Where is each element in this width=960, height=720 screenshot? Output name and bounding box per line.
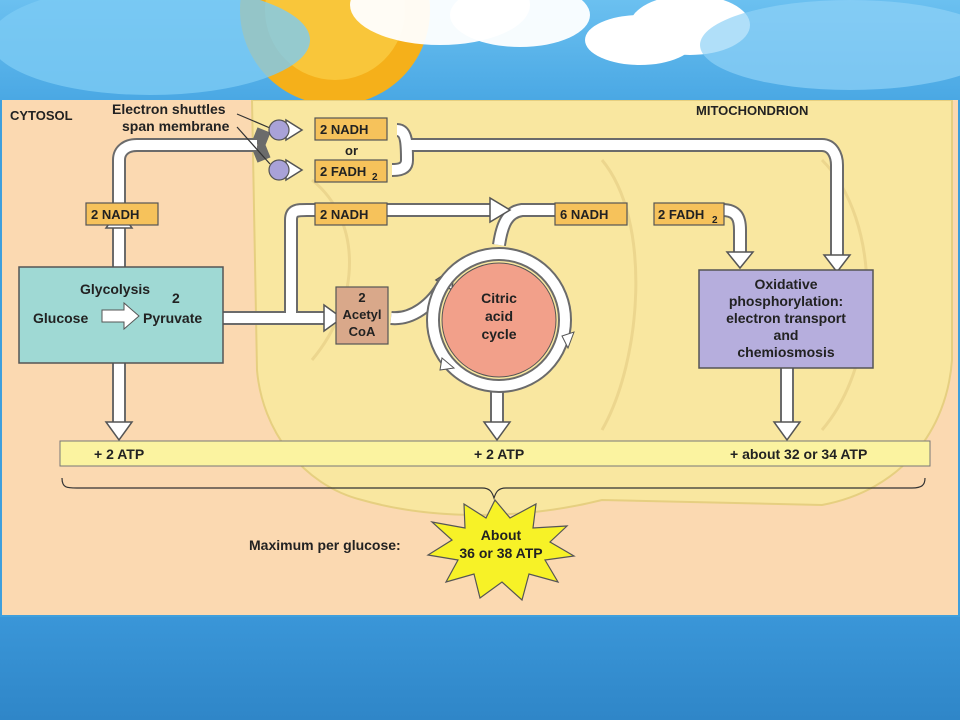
glycolysis-arrow bbox=[101, 301, 140, 331]
arrowhead-down bbox=[482, 421, 512, 442]
svg-text:2 NADH: 2 NADH bbox=[91, 207, 139, 222]
cellular-respiration-diagram: CYTOSOL MITOCHONDRION bbox=[10, 100, 953, 602]
slide-footer-background bbox=[0, 617, 960, 720]
svg-text:chemiosmosis: chemiosmosis bbox=[737, 344, 834, 360]
svg-text:phosphorylation:: phosphorylation: bbox=[729, 293, 843, 309]
svg-text:CoA: CoA bbox=[349, 324, 376, 339]
arrowhead-down bbox=[772, 421, 802, 442]
glycolysis-box: Glycolysis 2 Glucose Pyruvate bbox=[18, 266, 224, 364]
acetyl-coa-box: 2 Acetyl CoA bbox=[335, 286, 389, 345]
glucose-label: Glucose bbox=[33, 310, 88, 326]
svg-text:About: About bbox=[481, 527, 522, 543]
cytosol-label: CYTOSOL bbox=[10, 108, 73, 123]
svg-text:cycle: cycle bbox=[481, 326, 516, 342]
cloud-shape bbox=[700, 0, 960, 90]
svg-text:2 NADH: 2 NADH bbox=[320, 122, 368, 137]
glycolysis-two: 2 bbox=[172, 290, 180, 306]
pyruvate-label: Pyruvate bbox=[143, 310, 202, 326]
arrowhead-down bbox=[725, 251, 755, 270]
svg-text:2: 2 bbox=[712, 215, 718, 226]
glycolysis-title: Glycolysis bbox=[80, 281, 150, 297]
atp-glycolysis: + 2 ATP bbox=[94, 446, 144, 462]
atp-citric: + 2 ATP bbox=[474, 446, 524, 462]
citric-cycle-core bbox=[441, 262, 557, 378]
carrier-box-mid-nadh: 2 NADH bbox=[314, 202, 388, 226]
shuttle-pointer-line bbox=[236, 126, 271, 165]
atp-yield-bar: + 2 ATP + 2 ATP + about 32 or 34 ATP bbox=[59, 440, 931, 467]
cloud-shape bbox=[450, 0, 590, 47]
svg-text:2 FADH: 2 FADH bbox=[658, 207, 704, 222]
shuttle-carrier-icon bbox=[268, 119, 290, 141]
svg-text:36 or 38 ATP: 36 or 38 ATP bbox=[459, 545, 542, 561]
svg-text:6 NADH: 6 NADH bbox=[560, 207, 608, 222]
slide-header-background bbox=[0, 0, 960, 100]
svg-text:2: 2 bbox=[372, 172, 378, 183]
svg-text:and: and bbox=[774, 327, 799, 343]
svg-text:Acetyl: Acetyl bbox=[342, 307, 381, 322]
flow-pipes bbox=[112, 123, 844, 430]
arrowhead-right bbox=[323, 303, 344, 333]
carrier-box-right-fadh2: 2 FADH 2 bbox=[653, 202, 725, 226]
svg-text:2: 2 bbox=[358, 290, 365, 305]
carrier-box-top-nadh: 2 NADH bbox=[314, 117, 388, 141]
citric-acid-cycle: Citric acid cycle bbox=[426, 247, 575, 393]
svg-text:2 NADH: 2 NADH bbox=[320, 207, 368, 222]
shuttle-label-line1: Electron shuttles bbox=[112, 101, 226, 117]
shuttle-label-line2: span membrane bbox=[122, 118, 230, 134]
oxidative-phosphorylation-box: Oxidative phosphorylation: electron tran… bbox=[698, 269, 874, 369]
svg-text:Citric: Citric bbox=[481, 290, 517, 306]
or-label: or bbox=[345, 143, 358, 158]
svg-text:Oxidative: Oxidative bbox=[754, 276, 817, 292]
shuttle-carrier-icon bbox=[268, 159, 290, 181]
svg-text:electron transport: electron transport bbox=[726, 310, 846, 326]
arrowhead-down bbox=[822, 254, 852, 274]
cloud-shape bbox=[0, 0, 310, 95]
svg-text:acid: acid bbox=[485, 308, 513, 324]
carrier-box-left-nadh: 2 NADH bbox=[85, 202, 159, 226]
carrier-box-top-fadh2: 2 FADH 2 bbox=[314, 159, 388, 183]
mitochondrion-label: MITOCHONDRION bbox=[696, 103, 808, 118]
atp-oxphos: + about 32 or 34 ATP bbox=[730, 446, 867, 462]
carrier-box-six-nadh: 6 NADH bbox=[554, 202, 628, 226]
diagram-panel: CYTOSOL MITOCHONDRION bbox=[2, 100, 958, 615]
summary-label: Maximum per glucose: bbox=[249, 537, 401, 553]
shuttle-pointer-line bbox=[236, 113, 271, 129]
total-atp-starburst: About 36 or 38 ATP bbox=[426, 498, 576, 602]
arrowhead-right bbox=[489, 196, 512, 224]
svg-text:2 FADH: 2 FADH bbox=[320, 164, 366, 179]
arrowhead-down bbox=[104, 421, 134, 442]
sky-decoration bbox=[0, 0, 960, 100]
summary-brace bbox=[61, 477, 926, 500]
